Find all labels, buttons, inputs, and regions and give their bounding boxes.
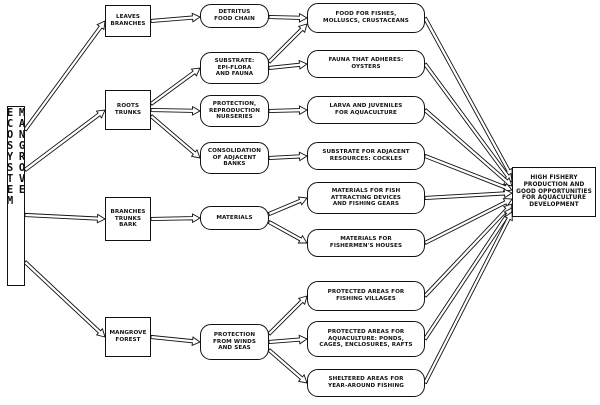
arrow-roots-protection bbox=[150, 105, 201, 116]
arrow-sheltered-result bbox=[422, 211, 513, 385]
node-branches-trunks-bark: BRANCHES TRUNKS BARK bbox=[105, 197, 151, 241]
node-high-fishery-production: HIGH FISHERY PRODUCTION AND GOOD OPPORTU… bbox=[512, 167, 596, 217]
arrow-branches-materials bbox=[150, 213, 201, 224]
node-detritus-food-chain: DETRITUS FOOD CHAIN bbox=[200, 4, 269, 28]
arrow-protection-larva bbox=[268, 105, 308, 116]
arrow-roots-substrate bbox=[149, 67, 201, 106]
arrow-ponds-result bbox=[423, 207, 513, 341]
arrow-consolidation-cockles bbox=[268, 151, 308, 162]
arrow-title-forest bbox=[23, 260, 106, 338]
arrow-fauna-result bbox=[423, 62, 513, 183]
arrow-fad-result bbox=[424, 188, 513, 201]
node-protection-winds-seas: PROTECTION FROM WINDS AND SEAS bbox=[200, 324, 269, 360]
arrow-larva-result bbox=[423, 108, 513, 187]
arrow-title-leaves bbox=[23, 20, 106, 132]
arrow-winds-sheltered bbox=[267, 348, 308, 384]
arrow-materials-fad bbox=[267, 196, 308, 217]
arrow-leaves-detritus bbox=[150, 12, 201, 24]
arrow-forest-winds bbox=[150, 334, 201, 347]
node-fishing-villages: PROTECTED AREAS FOR FISHING VILLAGES bbox=[307, 281, 425, 311]
arrow-detritus-food bbox=[268, 12, 308, 23]
arrow-villages-result bbox=[423, 203, 513, 298]
node-materials-fad: MATERIALS FOR FISH ATTRACTING DEVICES AN… bbox=[307, 182, 425, 214]
arrow-winds-villages bbox=[267, 295, 308, 336]
arrow-houses-result bbox=[423, 198, 513, 246]
node-protection-reproduction: PROTECTION, REPRODUCTION NURSERIES bbox=[200, 95, 269, 127]
mangrove-ecosystem-title: MANGROVE ECOSYSTEM bbox=[4, 106, 28, 286]
node-food-fishes: FOOD FOR FISHES, MOLLUSCS, CRUSTACEANS bbox=[307, 3, 425, 33]
arrow-title-branches bbox=[24, 212, 106, 224]
node-consolidation-banks: CONSOLIDATION OF ADJACENT BANKS bbox=[200, 142, 269, 174]
node-fauna-oysters: FAUNA THAT ADHERES: OYSTERS bbox=[307, 50, 425, 78]
arrow-materials-houses bbox=[267, 219, 308, 244]
arrow-title-roots bbox=[23, 109, 106, 172]
node-substrate-cockles: SUBSTRATE FOR ADJACENT RESOURCES: COCKLE… bbox=[307, 142, 425, 170]
node-larva-juveniles: LARVA AND JUVENILES FOR AQUACULTURE bbox=[307, 96, 425, 124]
node-aquaculture-areas: PROTECTED AREAS FOR AQUACULTURE: PONDS, … bbox=[307, 321, 425, 357]
arrow-winds-ponds bbox=[268, 334, 308, 345]
node-roots-trunks: ROOTS TRUNKS bbox=[105, 90, 151, 130]
arrow-substrate-food bbox=[267, 23, 308, 64]
node-sheltered-areas: SHELTERED AREAS FOR YEAR-AROUND FISHING bbox=[307, 369, 425, 397]
node-mangrove-forest: MANGROVE FOREST bbox=[105, 317, 151, 357]
node-materials: MATERIALS bbox=[200, 206, 269, 230]
title-text: MANGROVE ECOSYSTEM bbox=[4, 107, 28, 206]
arrow-food-result bbox=[422, 16, 513, 178]
arrow-roots-consolidation bbox=[149, 114, 201, 159]
node-substrate-epiflora: SUBSTRATE: EPI-FLORA AND FAUNA bbox=[200, 52, 269, 84]
node-leaves-branches: LEAVES BRANCHES bbox=[105, 5, 151, 37]
node-materials-houses: MATERIALS FOR FISHERMEN'S HOUSES bbox=[307, 229, 425, 257]
arrow-substrate-fauna bbox=[268, 59, 308, 71]
